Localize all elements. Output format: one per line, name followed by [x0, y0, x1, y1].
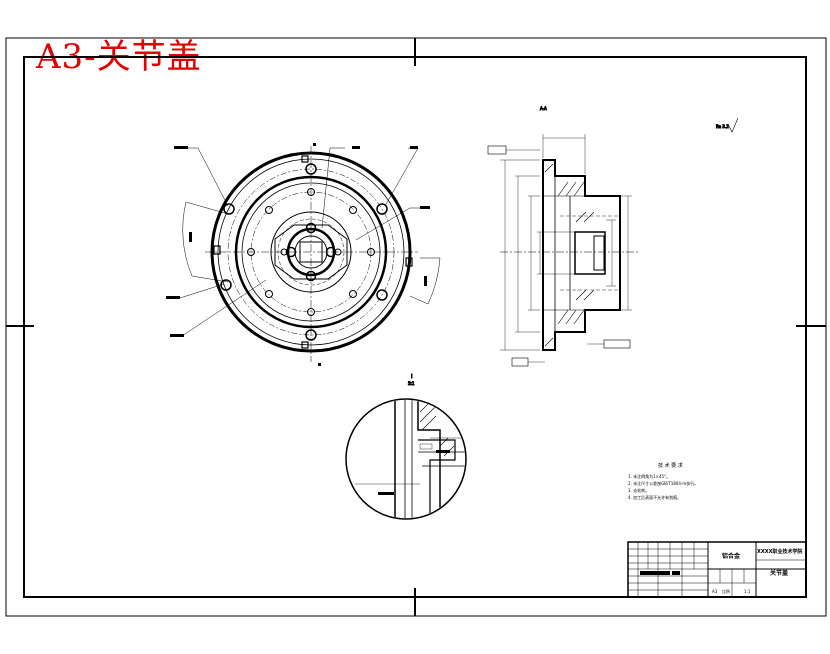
hex-boss [274, 224, 348, 280]
svg-text:5:1: 5:1 [408, 381, 415, 386]
bolt-circle-inner [250, 191, 372, 313]
sheet-inner-frame [23, 56, 807, 598]
outer-flange-circle [210, 151, 412, 353]
svg-text:1:1: 1:1 [744, 589, 751, 594]
title-block [627, 541, 807, 598]
title-block-part-name: 关节盖 [770, 569, 788, 577]
svg-text:I: I [411, 374, 412, 380]
svg-text:A-A: A-A [540, 106, 547, 111]
sheet-outer-frame [5, 37, 827, 617]
title-block-institution: XXXX职业技术学院 [757, 548, 802, 555]
section-outline [542, 159, 621, 351]
svg-text:1. 未注倒角为1×45°。: 1. 未注倒角为1×45°。 [628, 473, 670, 479]
svg-text:Ra 3.2: Ra 3.2 [716, 124, 729, 129]
svg-text:4. 加工后表面不允许有划痕。: 4. 加工后表面不允许有划痕。 [628, 494, 681, 500]
svg-text:3. 去毛刺。: 3. 去毛刺。 [628, 487, 649, 493]
center-bore [286, 227, 336, 277]
svg-text:比例: 比例 [722, 588, 730, 594]
svg-text:2. 未注尺寸公差按GB/T1804-m执行。: 2. 未注尺寸公差按GB/T1804-m执行。 [628, 480, 698, 486]
bolt-circle-outer [227, 168, 395, 336]
title-block-material: 铝合金 [722, 552, 741, 560]
section-view: A-A Ra 3.2 [487, 106, 739, 367]
front-view [166, 143, 441, 366]
detail-circle [345, 398, 467, 520]
technical-notes: 技 术 要 求 1. 未注倒角为1×45°。 2. 未注尺寸公差按GB/T180… [628, 462, 698, 500]
svg-text:A3: A3 [712, 589, 718, 594]
svg-text:技 术 要 求: 技 术 要 求 [658, 462, 683, 469]
groove-circle [234, 175, 388, 329]
detail-view: I 5:1 [345, 374, 467, 520]
